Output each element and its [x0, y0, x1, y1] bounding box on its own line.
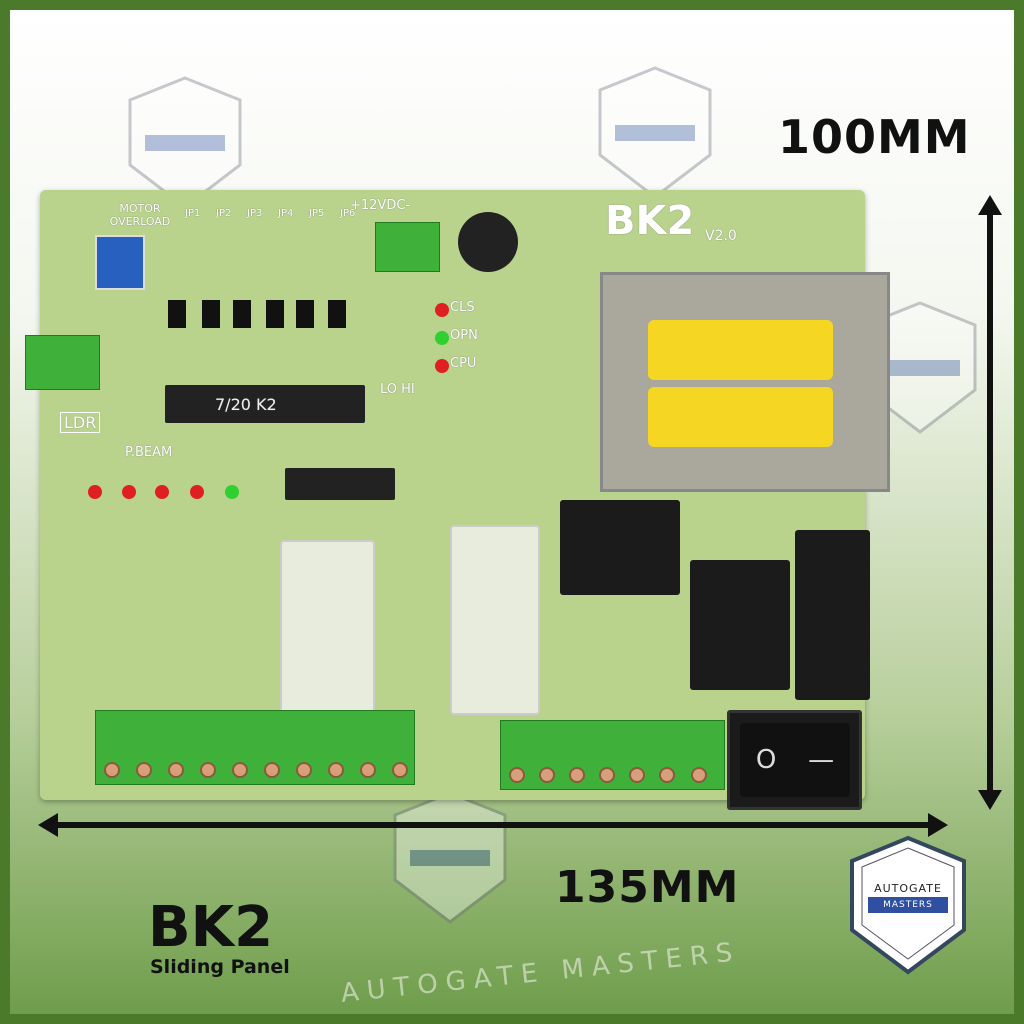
cls-led [435, 303, 449, 317]
led [88, 485, 102, 499]
fuse-holder [795, 530, 870, 700]
switch-on-label: — [808, 745, 835, 775]
potentiometer[interactable] [95, 235, 145, 290]
product-image: AUTOGATE MASTERS AUTOGATE MASTERS 100MM … [10, 10, 1014, 1014]
driver-chip [285, 468, 395, 500]
microcontroller-chip: 7/20 K2 [165, 385, 365, 423]
transformer [600, 272, 890, 492]
product-subtitle: Sliding Panel [150, 956, 290, 978]
board-title: BK2 [605, 198, 695, 244]
opn-led [435, 331, 449, 345]
relay [450, 525, 540, 715]
product-model: BK2 [148, 895, 274, 960]
pcb-board: BK2 V2.0 MOTOR OVERLOAD +12VDC- CLS OPN … [25, 190, 890, 810]
coil [648, 320, 833, 380]
coil [648, 387, 833, 447]
jumper-label: JP5 [309, 208, 325, 219]
jumper[interactable] [296, 300, 314, 328]
board-version: V2.0 [705, 228, 737, 244]
chip-label: 7/20 K2 [215, 395, 277, 414]
width-dimension-label: 135MM [555, 862, 740, 913]
relay [280, 540, 375, 730]
jumper[interactable] [328, 300, 346, 328]
power-switch[interactable]: O — [727, 710, 862, 810]
led [190, 485, 204, 499]
motor-overload-label: MOTOR OVERLOAD [109, 202, 171, 228]
led [122, 485, 136, 499]
watermark-logo [863, 301, 977, 434]
watermark-logo [598, 66, 712, 199]
ldr-terminal [25, 335, 100, 390]
height-dimension-label: 100MM [778, 110, 971, 164]
relay [690, 560, 790, 690]
cls-label: CLS [450, 300, 475, 315]
pbeam-label: P.BEAM [125, 445, 173, 460]
jumper-label: JP6 [340, 208, 356, 219]
jumper-label: JP4 [278, 208, 294, 219]
switch-off-label: O [755, 745, 777, 775]
led [155, 485, 169, 499]
opn-label: OPN [450, 328, 478, 343]
jumper-label: JP3 [247, 208, 263, 219]
jumper-label: JP2 [216, 208, 232, 219]
brand-logo: AUTOGATE MASTERS [848, 835, 968, 975]
jumper[interactable] [266, 300, 284, 328]
jumper-label: JP1 [185, 208, 201, 219]
terminal-block-right [500, 720, 725, 790]
cpu-label: CPU [450, 356, 477, 371]
dimension-arrows [38, 195, 1002, 837]
jumper[interactable] [168, 300, 186, 328]
relay [560, 500, 680, 595]
jumper[interactable] [202, 300, 220, 328]
lohi-label: LO HI [380, 382, 415, 397]
ldr-label: LDR [60, 412, 101, 433]
cpu-led [435, 359, 449, 373]
brand-line1: AUTOGATE [874, 882, 942, 895]
led [225, 485, 239, 499]
power-terminal [375, 222, 440, 272]
watermark-text: AUTOGATE MASTERS [270, 24, 672, 54]
capacitor [458, 212, 518, 272]
vdc-label: +12VDC- [350, 198, 411, 213]
jumper[interactable] [233, 300, 251, 328]
terminal-block-left [95, 710, 415, 785]
brand-line2: MASTERS [868, 897, 948, 913]
